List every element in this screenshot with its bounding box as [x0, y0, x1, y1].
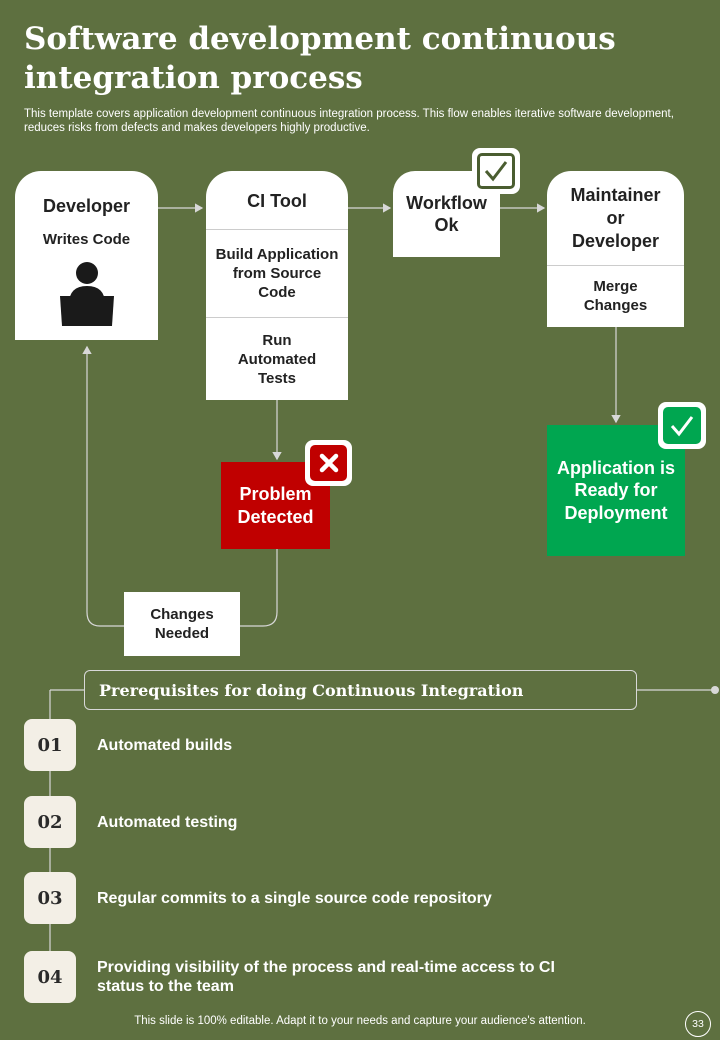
page-title: Software development continuous integrat… [24, 21, 616, 96]
prerequisite-number: 02 [24, 796, 76, 848]
prerequisite-text: Automated builds [97, 737, 233, 754]
prerequisite-number: 03 [24, 872, 76, 924]
problem-cross-badge [305, 440, 352, 486]
developer-subtitle: Writes Code [42, 231, 131, 248]
maintainer-card: Maintainer or Developer Merge Changes [547, 171, 684, 327]
page-description: This template covers application develop… [24, 108, 674, 134]
developer-title: Developer [42, 196, 131, 216]
maintainer-step: Merge Changes [583, 278, 648, 314]
prerequisites-heading: Prerequisites for doing Continuous Integ… [99, 680, 524, 700]
prerequisite-number: 04 [24, 951, 76, 1003]
maintainer-divider [547, 265, 684, 266]
prerequisites-heading-box: Prerequisites for doing Continuous Integ… [84, 670, 637, 710]
workflow-ok-title: Workflow Ok [406, 193, 487, 235]
problem-detected-title: Problem Detected [237, 483, 314, 527]
prerequisite-text: Providing visibility of the process and … [97, 959, 555, 995]
prerequisite-text: Automated testing [97, 814, 238, 831]
person-at-laptop-icon [59, 262, 114, 326]
prerequisite-number: 01 [24, 719, 76, 771]
developer-card-underline [15, 334, 158, 340]
application-ready-title: Application is Ready for Deployment [556, 457, 675, 523]
developer-card: Developer Writes Code [15, 171, 158, 334]
changes-needed-title: Changes Needed [150, 606, 214, 642]
maintainer-title: Maintainer or Developer [570, 184, 661, 251]
footer-note: This slide is 100% editable. Adapt it to… [134, 1015, 586, 1027]
ci-tool-step-build: Build Application from Source Code [215, 246, 339, 301]
check-icon [663, 407, 701, 444]
workflow-check-badge [472, 148, 520, 194]
changes-needed-box: Changes Needed [124, 592, 240, 656]
ci-tool-divider [206, 317, 348, 318]
check-icon [477, 153, 515, 189]
prerequisite-text: Regular commits to a single source code … [97, 890, 492, 907]
ci-tool-card: CI Tool Build Application from Source Co… [206, 171, 348, 400]
ci-tool-step-test: Run Automated Tests [237, 331, 317, 387]
page-number: 33 [685, 1011, 711, 1037]
ci-tool-title: CI Tool [247, 191, 307, 211]
x-icon [310, 445, 347, 481]
ready-check-badge [658, 402, 706, 449]
ci-tool-divider [206, 229, 348, 230]
